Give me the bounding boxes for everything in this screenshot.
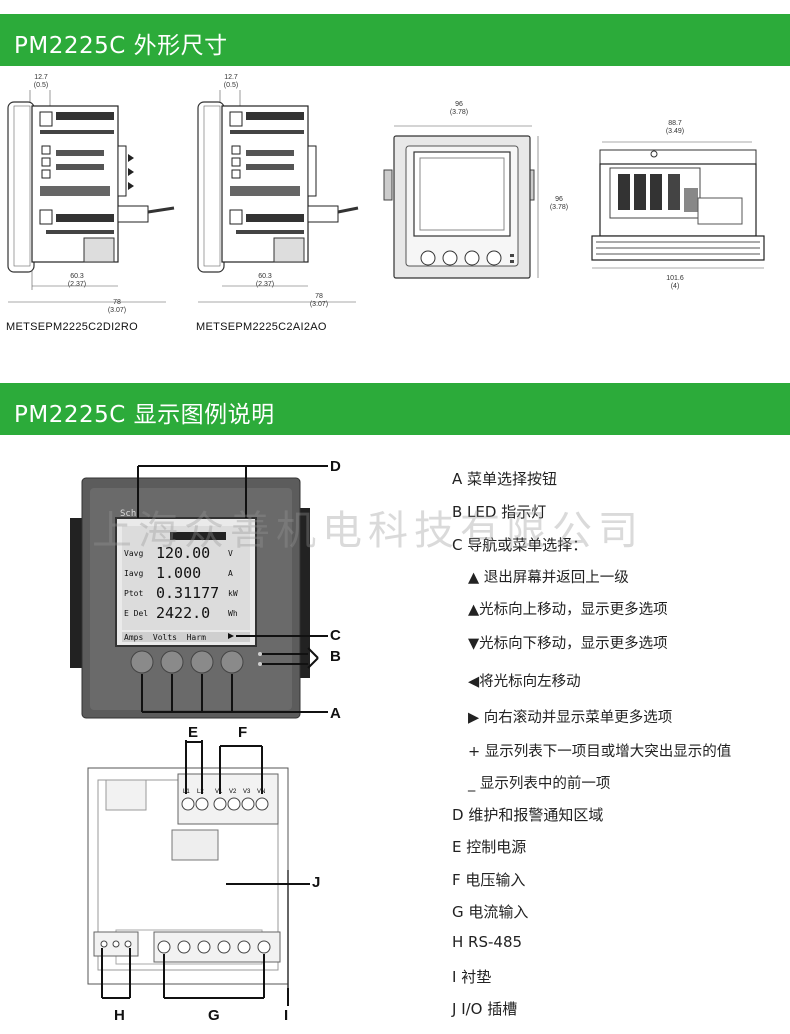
dim-side1-top: 12.7(0.5) — [30, 74, 52, 90]
terminal-v2: V2 — [229, 789, 237, 795]
legend-item: ▲ 退出屏幕并返回上一级 — [468, 570, 629, 586]
section-banner-dimensions: PM2225C 外形尺寸 — [0, 14, 790, 66]
dim-value: 78 — [315, 293, 323, 300]
display-row-unit-1: V — [228, 549, 233, 558]
legend-item: H RS-485 — [452, 933, 523, 951]
callout-a: A — [330, 705, 341, 722]
display-row-unit-2: A — [228, 569, 233, 578]
dim-inch: (3.49) — [665, 128, 685, 135]
dim-inch: (2.37) — [255, 281, 275, 288]
dim-side1-bottom: 78(3.07) — [104, 299, 130, 315]
legend-item: J I/O 插槽 — [452, 1000, 518, 1018]
callout-f: F — [238, 724, 248, 741]
callout-g: G — [208, 1007, 220, 1024]
front-view-drawing — [383, 125, 539, 279]
dim-value: 60.3 — [70, 273, 84, 280]
legend-item: A 菜单选择按钮 — [452, 470, 558, 488]
display-brand-text: Sch — [120, 509, 136, 519]
dim-inch: (0.5) — [33, 82, 49, 89]
dim-side2-mid: 60.3(2.37) — [252, 273, 278, 289]
display-row-value-3: 0.31177 — [156, 584, 219, 602]
dim-value: 78 — [113, 299, 121, 306]
section-title: PM2225C 外形尺寸 — [14, 33, 228, 59]
dim-value: 101.6 — [666, 275, 684, 282]
display-row-unit-4: Wh — [228, 609, 238, 618]
callout-e: E — [188, 724, 199, 741]
legend-item: ▶ 向右滚动并显示菜单更多选项 — [468, 710, 673, 726]
model-label-left: METSEPM2225C2DI2RO — [6, 321, 138, 333]
display-menu-bar: Amps Volts Harm — [124, 633, 206, 642]
dim-inch: (3.07) — [107, 307, 127, 314]
dim-value: 60.3 — [258, 273, 272, 280]
dim-inch: (4) — [670, 283, 680, 290]
meter-rear-illustration: L1 L2 V1 V2 V3 VN — [87, 740, 310, 1006]
dim-inch: (3.07) — [309, 301, 329, 308]
dim-front-width: 96(3.78) — [446, 101, 472, 117]
display-row-value-4: 2422.0 — [156, 604, 210, 622]
dim-side1-mid: 60.3(2.37) — [64, 273, 90, 289]
terminal-l2: L2 — [197, 789, 204, 795]
dim-value: 96 — [455, 101, 463, 108]
section-title: PM2225C 显示图例说明 — [14, 402, 275, 428]
legend-item: ◀将光标向左移动 — [468, 674, 581, 690]
dim-inch: (3.78) — [549, 204, 569, 211]
callout-b: B — [330, 648, 341, 665]
display-row-label-3: Ptot — [124, 589, 143, 598]
dim-inch: (3.78) — [449, 109, 469, 116]
section-banner-display: PM2225C 显示图例说明 — [0, 383, 790, 435]
dim-front-height: 96(3.78) — [546, 196, 572, 212]
legend-item: D 维护和报警通知区域 — [452, 806, 604, 824]
dim-top-bottom: 101.6(4) — [662, 275, 688, 291]
callout-h: H — [114, 1007, 125, 1024]
display-row-label-2: Iavg — [124, 569, 143, 578]
legend-item: ▼光标向下移动，显示更多选项 — [468, 636, 668, 652]
legend-item: G 电流输入 — [452, 903, 529, 921]
legend-item: I 衬垫 — [452, 968, 492, 986]
callout-i: I — [284, 1007, 289, 1024]
terminal-v3: V3 — [243, 789, 251, 795]
legend-item: F 电压输入 — [452, 871, 526, 889]
display-row-value-2: 1.000 — [156, 564, 201, 582]
dim-side2-top: 12.7(0.5) — [220, 74, 242, 90]
display-row-label-1: Vavg — [124, 549, 143, 558]
side-view-drawing-1 — [7, 90, 175, 303]
legend-item: _ 显示列表中的前一项 — [468, 776, 611, 792]
dim-top-width: 88.7(3.49) — [662, 120, 688, 136]
callout-j: J — [312, 874, 321, 891]
display-row-unit-3: kW — [228, 589, 238, 598]
dim-value: 12.7 — [34, 74, 48, 81]
dim-value: 96 — [555, 196, 563, 203]
display-row-value-1: 120.00 — [156, 544, 210, 562]
watermark-text: 上海众善机电科技有限公司 — [92, 508, 644, 554]
display-row-label-4: E Del — [124, 609, 148, 618]
side-view-drawing-2 — [197, 90, 359, 303]
callout-d: D — [330, 458, 341, 475]
model-label-right: METSEPM2225C2AI2AO — [196, 321, 327, 333]
legend-item: B LED 指示灯 — [452, 503, 547, 521]
dim-inch: (2.37) — [67, 281, 87, 288]
legend-item: E 控制电源 — [452, 838, 527, 856]
dim-value: 88.7 — [668, 120, 682, 127]
top-view-drawing — [591, 141, 765, 269]
callout-c: C — [330, 627, 341, 644]
legend-item: C 导航或菜单选择： — [452, 536, 588, 554]
legend-item: + 显示列表下一项目或增大突出显示的值 — [468, 744, 732, 760]
meter-front-illustration: Sch Vavg 120.00 V Iavg 1.000 A Ptot 0.31… — [70, 465, 328, 719]
dim-side2-bottom: 78(3.07) — [306, 293, 332, 309]
legend-item: ▲光标向上移动，显示更多选项 — [468, 602, 668, 618]
dim-inch: (0.5) — [223, 82, 239, 89]
dim-value: 12.7 — [224, 74, 238, 81]
